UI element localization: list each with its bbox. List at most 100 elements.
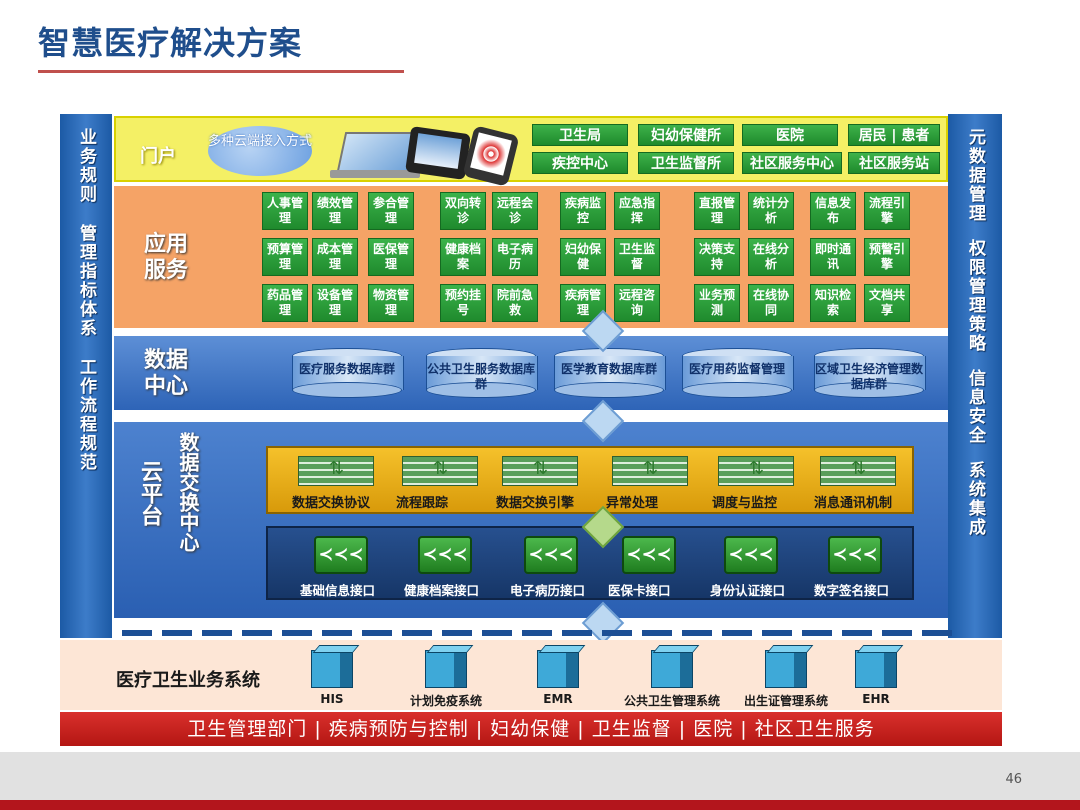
portal-community-center: 社区服务中心 <box>742 152 842 174</box>
dash-segment <box>882 630 912 636</box>
portal-hospital: 医院 <box>742 124 838 146</box>
sidebar-permission-label: 权限管理策略 <box>965 239 985 353</box>
exchange-arrow-icon: ⇅ <box>749 458 765 479</box>
database-drug-supervision: 医疗用药监督管理 <box>682 348 794 398</box>
app-module: 疾病管理 <box>560 284 606 322</box>
data-center-label: 数据中心 <box>143 348 188 399</box>
portal-health-bureau: 卫生局 <box>532 124 628 146</box>
dash-segment <box>162 630 192 636</box>
app-module: 电子病历 <box>492 238 538 276</box>
dash-segment <box>442 630 472 636</box>
server-rack-icon <box>718 456 794 486</box>
server-rack-icon <box>820 456 896 486</box>
server-icon <box>651 650 693 688</box>
app-module: 人事管理 <box>262 192 308 230</box>
system-immunization: 计划免疫系统 <box>386 650 506 709</box>
interface-label: 医保卡接口 <box>608 583 671 598</box>
app-module: 药品管理 <box>262 284 308 322</box>
dash-segment <box>562 630 592 636</box>
dash-segment <box>282 630 312 636</box>
exchange-band: ⇅数据交换协议⇅流程跟踪⇅数据交换引擎⇅异常处理⇅调度与监控⇅消息通讯机制 <box>266 446 914 514</box>
right-sidebar: 元数据管理 权限管理策略 信息安全 系统集成 <box>948 114 1002 638</box>
dash-segment <box>322 630 352 636</box>
sidebar-rule-label: 业务规则 <box>76 128 96 204</box>
exchange-center-label: 数据交换中心 <box>176 432 200 552</box>
sidebar-workflow-label: 工作流程规范 <box>76 358 96 472</box>
server-icon <box>425 650 467 688</box>
app-module: 信息发布 <box>810 192 856 230</box>
title-underline <box>38 70 404 73</box>
app-module: 绩效管理 <box>312 192 358 230</box>
app-module: 参合管理 <box>368 192 414 230</box>
system-public-health: 公共卫生管理系统 <box>612 650 732 709</box>
app-module: 应急指挥 <box>614 192 660 230</box>
architecture-diagram: 业务规则 管理指标体系 工作流程规范 元数据管理 权限管理策略 信息安全 系统集… <box>60 114 1002 746</box>
server-icon <box>537 650 579 688</box>
interface-label: 电子病历接口 <box>510 583 586 598</box>
sidebar-security-label: 信息安全 <box>965 369 985 445</box>
interface-icon: ≺≺≺ <box>622 536 676 574</box>
server-rack-icon <box>612 456 688 486</box>
dash-segment <box>602 630 632 636</box>
cloud-access-bubble: 多种云端接入方式 <box>208 126 312 176</box>
app-module: 成本管理 <box>312 238 358 276</box>
app-module: 疾病监控 <box>560 192 606 230</box>
exchange-item-label: 调度与监控 <box>712 496 778 511</box>
system-his: HIS <box>272 650 392 706</box>
exchange-item-label: 异常处理 <box>606 496 659 511</box>
app-module: 院前急救 <box>492 284 538 322</box>
application-layer: 应用服务 人事管理绩效管理参合管理双向转诊远程会诊疾病监控应急指挥直报管理统计分… <box>114 186 948 328</box>
app-module: 在线分析 <box>748 238 794 276</box>
footer-red-strip <box>0 800 1080 810</box>
app-module: 决策支持 <box>694 238 740 276</box>
exchange-arrow-icon: ⇅ <box>643 458 659 479</box>
app-module: 远程咨询 <box>614 284 660 322</box>
system-emr: EMR <box>498 650 618 706</box>
database-regional-economy: 区域卫生经济管理数据库群 <box>814 348 926 398</box>
interface-label: 数字签名接口 <box>814 583 890 598</box>
dash-segment <box>122 630 152 636</box>
server-icon <box>311 650 353 688</box>
exchange-arrow-icon: ⇅ <box>533 458 549 479</box>
portal-maternal-child: 妇幼保健所 <box>638 124 734 146</box>
interface-icon: ≺≺≺ <box>314 536 368 574</box>
app-module: 文档共享 <box>864 284 910 322</box>
tablet-screen-icon <box>414 133 462 169</box>
server-rack-icon <box>402 456 478 486</box>
exchange-arrow-icon: ⇅ <box>851 458 867 479</box>
interface-icon: ≺≺≺ <box>418 536 472 574</box>
app-module: 双向转诊 <box>440 192 486 230</box>
sidebar-indicator-label: 管理指标体系 <box>76 224 96 338</box>
footer-bar <box>0 752 1080 800</box>
app-module: 业务预测 <box>694 284 740 322</box>
database-medical-education: 医学教育数据库群 <box>554 348 666 398</box>
sidebar-integration-label: 系统集成 <box>965 461 985 537</box>
interface-icon: ≺≺≺ <box>828 536 882 574</box>
exchange-arrow-icon: ⇅ <box>433 458 449 479</box>
system-ehr: EHR <box>816 650 936 706</box>
dash-segment <box>842 630 872 636</box>
interface-icon: ≺≺≺ <box>524 536 578 574</box>
app-module: 统计分析 <box>748 192 794 230</box>
cloud-platform-label: 云平台 <box>137 460 162 526</box>
business-systems-layer: 医疗卫生业务系统 HIS 计划免疫系统 EMR 公共卫生管理系统 出生证管理系统… <box>60 640 1002 710</box>
portal-label: 门户 <box>140 146 176 167</box>
laptop-base-icon <box>330 170 420 178</box>
left-sidebar: 业务规则 管理指标体系 工作流程规范 <box>60 114 112 638</box>
app-module: 健康档案 <box>440 238 486 276</box>
portal-health-supervision: 卫生监督所 <box>638 152 734 174</box>
sidebar-metadata-label: 元数据管理 <box>965 128 985 223</box>
app-module: 设备管理 <box>312 284 358 322</box>
app-module: 即时通讯 <box>810 238 856 276</box>
portal-layer: 门户 多种云端接入方式 卫生局 妇幼保健所 医院 居民 | 患者 疾控中心 卫生… <box>114 116 948 187</box>
app-module: 卫生监督 <box>614 238 660 276</box>
interface-band: ≺≺≺基础信息接口≺≺≺健康档案接口≺≺≺电子病历接口≺≺≺医保卡接口≺≺≺身份… <box>266 526 914 600</box>
dash-segment <box>482 630 512 636</box>
dash-segment <box>242 630 272 636</box>
dash-segment <box>202 630 232 636</box>
exchange-item-label: 数据交换引擎 <box>496 496 575 511</box>
interface-icon: ≺≺≺ <box>724 536 778 574</box>
dash-segment <box>762 630 792 636</box>
data-center-layer: 数据中心 医疗服务数据库群 公共卫生服务数据库群 医学教育数据库群 医疗用药监督… <box>114 336 948 410</box>
app-module: 直报管理 <box>694 192 740 230</box>
